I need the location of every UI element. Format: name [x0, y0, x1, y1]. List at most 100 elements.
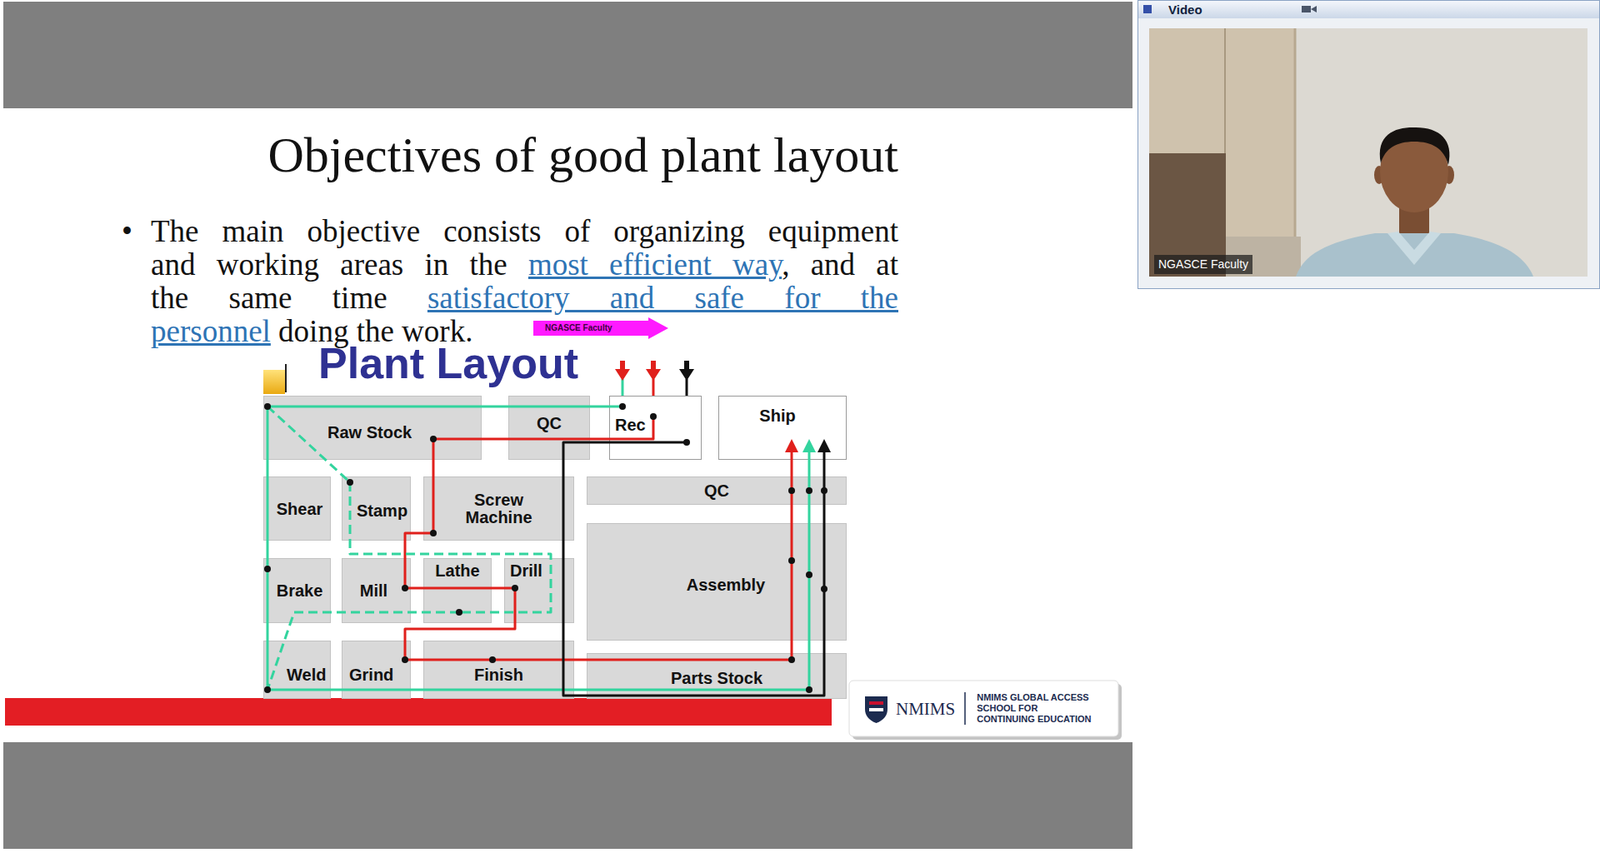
- flow-path: [267, 689, 810, 692]
- department-box: Finish: [423, 640, 575, 700]
- department-box: QC: [586, 476, 847, 505]
- box-label: QC: [536, 413, 562, 434]
- pointer-body: [533, 317, 669, 340]
- flow-path: [266, 406, 270, 570]
- station-dot: [805, 571, 813, 579]
- input-arrow-shaft: [620, 360, 625, 370]
- department-box: Drill: [504, 558, 575, 624]
- logo-panel: [849, 680, 1119, 737]
- box-label: QC: [704, 480, 730, 501]
- box-label: Drill: [510, 560, 543, 581]
- flow-path: [808, 450, 811, 491]
- department-box: Stamp: [341, 476, 411, 541]
- diagram-heading: Plant Layout: [318, 338, 579, 400]
- station-dot: [346, 479, 354, 486]
- video-window-body: [1138, 18, 1600, 289]
- slide-top-band: [3, 1, 1133, 109]
- flow-path: [492, 659, 792, 662]
- flow-line: [433, 416, 654, 440]
- box-label: Ship: [759, 405, 795, 426]
- flow-path: [790, 560, 794, 660]
- logo-shield-stripe: [869, 708, 884, 712]
- flow-path: [432, 439, 435, 534]
- box-label: Assembly: [686, 575, 766, 595]
- bullet-line: The main objective consists of organizin…: [150, 215, 899, 249]
- station-dot: [805, 686, 813, 694]
- flow-line: [809, 575, 810, 690]
- person-collar: [1387, 231, 1441, 265]
- flow-line: [405, 533, 434, 589]
- flow-path: [433, 416, 654, 440]
- flow-path: [808, 490, 811, 575]
- flow-line: [433, 439, 435, 534]
- input-arrow-head: [615, 369, 630, 381]
- department-box: Grind: [341, 640, 411, 700]
- flow-path: [267, 405, 623, 409]
- station-dot: [619, 403, 626, 410]
- window-title: Video: [1168, 2, 1203, 18]
- station-dots: [264, 403, 828, 694]
- station-dot: [788, 557, 795, 565]
- box-label: Stamp: [356, 500, 408, 521]
- flow-line: [791, 490, 793, 561]
- department-box: QC: [508, 395, 590, 460]
- flow-path: [266, 569, 270, 690]
- station-dot: [264, 565, 271, 573]
- department-box: Screw Machine: [423, 476, 575, 541]
- bullet-line: the same time satisfactory and safe for …: [150, 281, 899, 315]
- video-title-icon: [1143, 5, 1152, 14]
- yellow-marker: [263, 370, 285, 395]
- video-title-bar: [1138, 0, 1600, 19]
- video-window: VideoNGASCE Faculty: [1137, 0, 1600, 290]
- camera-icon: [1310, 5, 1317, 13]
- department-box: Shear: [263, 476, 331, 541]
- arrow-head: [817, 439, 831, 453]
- station-dot: [820, 487, 828, 495]
- station-dot: [430, 435, 437, 443]
- bullet-mark: •: [121, 214, 133, 249]
- flow-line: [563, 442, 825, 696]
- department-box: Assembly: [586, 523, 847, 641]
- diagram-heading-text: Plant Layout: [318, 339, 579, 388]
- department-box: Ship: [718, 395, 847, 460]
- box-label: NGASCE Faculty: [545, 317, 613, 340]
- station-dot: [683, 439, 690, 446]
- bullet-line: and working areas in the most efficient …: [150, 248, 899, 282]
- body-text: and working areas in the: [150, 247, 508, 282]
- flow-line: [267, 406, 350, 483]
- flow-line: [267, 612, 460, 690]
- logo-divider: [964, 692, 966, 725]
- flow-path: [405, 659, 493, 662]
- station-dot: [430, 530, 437, 537]
- box-label: Grind: [349, 665, 394, 685]
- red-footer-bar: [5, 698, 832, 726]
- box-label: Rec: [615, 415, 646, 435]
- link-text: satisfactory and safe for the: [427, 280, 899, 315]
- flow-line: [405, 660, 493, 661]
- person-hair: [1380, 127, 1450, 165]
- station-dot: [455, 609, 463, 616]
- slide-body: [3, 108, 1133, 743]
- department-box: Brake: [263, 558, 331, 624]
- input-arrow-shaft: [684, 360, 690, 370]
- input-arrow-head: [679, 369, 695, 381]
- flow-line: [791, 560, 793, 660]
- station-dot: [264, 686, 271, 694]
- flow-line: [802, 439, 816, 491]
- logo-shield-stripe: [869, 701, 884, 705]
- flow-line: [350, 482, 551, 613]
- link-text: most efficient way: [528, 247, 782, 282]
- box-label: NMIMS: [895, 698, 955, 720]
- link-text: personnel: [150, 314, 271, 349]
- input-arrow-head: [645, 369, 661, 381]
- flow-line: [267, 406, 269, 570]
- connector-group: [267, 406, 831, 696]
- slide-title: Objectives of good plant layout: [166, 125, 899, 198]
- flow-path: [267, 406, 350, 483]
- department-box: Mill: [341, 558, 411, 624]
- station-dot: [401, 585, 409, 592]
- station-dot: [511, 585, 519, 592]
- video-frame: [1149, 28, 1588, 277]
- box-label: Lathe: [435, 560, 480, 581]
- box-label: Shear: [276, 499, 324, 520]
